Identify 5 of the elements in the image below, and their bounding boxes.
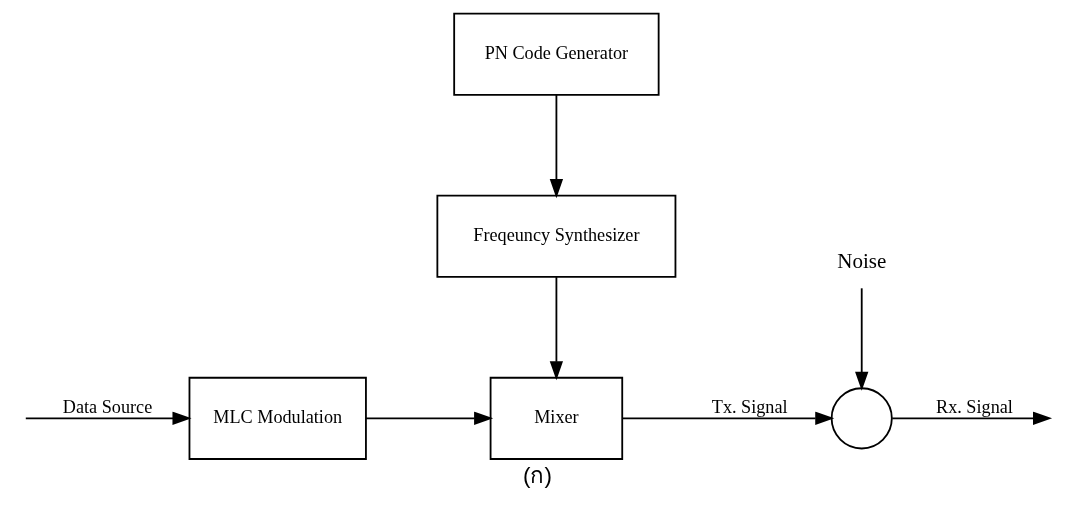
edge-label: Data Source bbox=[62, 397, 153, 418]
node-text: Noise bbox=[837, 248, 887, 273]
edge-label: Rx. Signal bbox=[936, 397, 1013, 418]
edge-label: Tx. Signal bbox=[711, 397, 788, 418]
caption: (ก) bbox=[523, 462, 552, 488]
